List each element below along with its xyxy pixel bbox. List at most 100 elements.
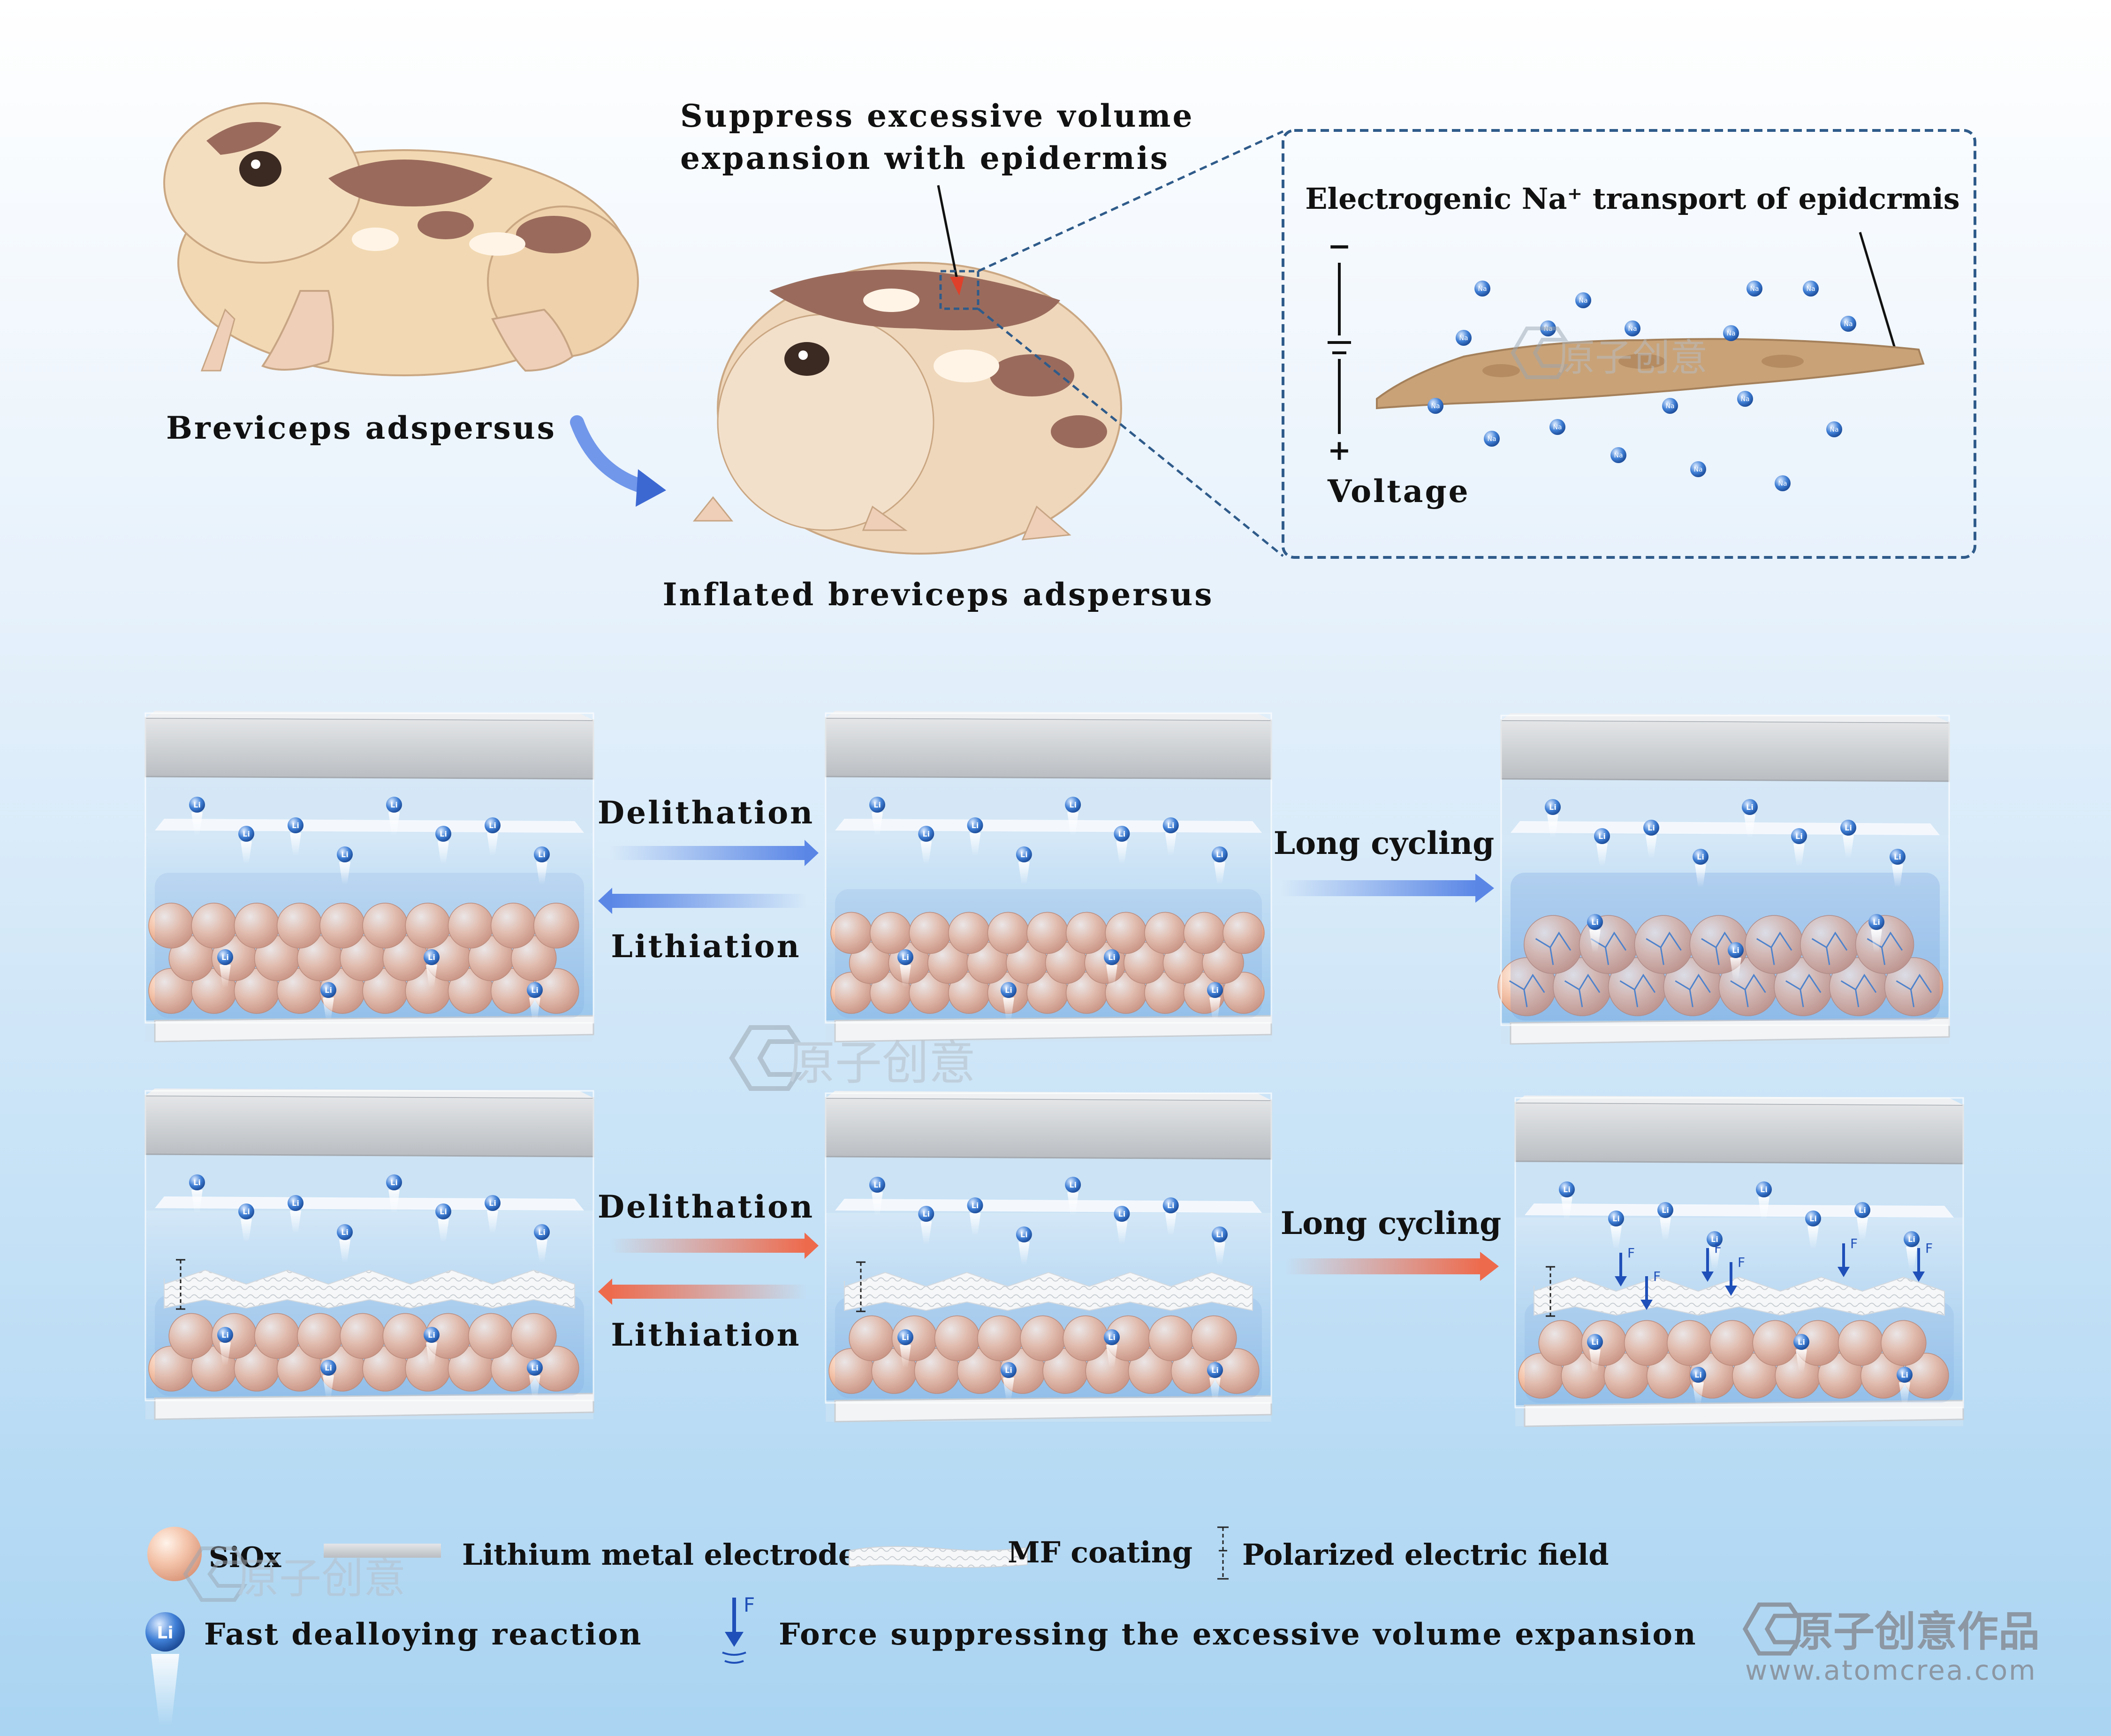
li-ion-icon: Li xyxy=(897,1329,913,1368)
watermark-center-text: 原子创意 xyxy=(788,1036,976,1090)
li-ion-label: Li xyxy=(1118,830,1126,838)
watermark-center: 原子创意 xyxy=(729,1025,976,1091)
separator-plane xyxy=(1525,1203,1954,1218)
frog-label: Breviceps adspersus xyxy=(166,410,556,446)
li-ion-label: Li xyxy=(873,800,881,809)
row1-long-cycling-arrow-shaft xyxy=(1281,880,1478,896)
li-ion-label: Li xyxy=(972,821,979,830)
crack-line xyxy=(1701,931,1737,965)
crack-line xyxy=(1896,974,1932,1007)
li-ion-icon: Li xyxy=(967,1197,983,1236)
li-ion-icon: Li xyxy=(869,797,885,835)
siox-sphere xyxy=(511,1313,557,1359)
li-ion-icon: Li xyxy=(1114,1206,1130,1244)
separator-plane xyxy=(155,1196,584,1211)
na-ion-icon: Na xyxy=(1747,281,1762,297)
crack-line xyxy=(1840,974,1877,1007)
li-ion-icon: Li xyxy=(1690,1367,1706,1405)
cell-outline xyxy=(1500,715,1950,1026)
zoom-line-bottom xyxy=(977,308,1284,557)
siox-sphere xyxy=(1191,1315,1237,1362)
li-ion-label: Li xyxy=(1211,1366,1219,1375)
force-arrow-icon: F xyxy=(1913,1241,1933,1282)
li-ion-label: Li xyxy=(341,1228,349,1237)
li-ion-label: Li xyxy=(1662,1206,1669,1215)
li-ion-label: Li xyxy=(341,850,349,859)
force-arrow-label: F xyxy=(1925,1241,1933,1256)
na-ion-icon: Na xyxy=(1840,316,1856,332)
na-ion-label: Na xyxy=(1487,435,1496,443)
force-arrow-icon: F xyxy=(1725,1255,1745,1296)
na-ion-icon: Na xyxy=(1549,419,1565,435)
li-ion-label: Li xyxy=(1598,832,1606,841)
li-ion-label: Li xyxy=(1118,1210,1126,1218)
li-ion-icon: Li xyxy=(485,1195,501,1233)
separator-plane xyxy=(1511,821,1940,835)
li-ion-icon: Li xyxy=(869,1177,885,1215)
li-ion-label: Li xyxy=(1873,918,1880,927)
na-ion-label: Na xyxy=(1806,285,1815,293)
zoom-source-box xyxy=(939,270,980,310)
siox-particles xyxy=(148,1313,579,1392)
li-ion-icon: Li xyxy=(1890,849,1906,887)
na-ion-icon: Na xyxy=(1610,447,1626,463)
li-ion-icon: Li xyxy=(527,982,543,1020)
na-ion-icon: Na xyxy=(1690,461,1706,477)
li-ion-icon: Li xyxy=(1868,914,1884,952)
siox-sphere xyxy=(1223,972,1265,1014)
sei-layer xyxy=(835,889,1262,1018)
na-ion-label: Na xyxy=(1740,396,1749,403)
na-ion-label: Na xyxy=(1726,330,1735,337)
siox-sphere xyxy=(1881,1320,1927,1366)
li-ion-label: Li xyxy=(1069,1180,1077,1189)
li-ion-label: Li xyxy=(972,1201,979,1210)
li-ion-icon: Li xyxy=(1608,1211,1624,1249)
legend-li-ion-icon xyxy=(145,1612,185,1652)
watermark-corner: 原子创意作品 www.atomcrea.com xyxy=(1742,1602,2040,1686)
li-ion-label: Li xyxy=(873,1180,881,1189)
siox-sphere xyxy=(1884,957,1944,1016)
lithium-metal-slab xyxy=(1514,1102,1964,1165)
row1-delithation-arrow-shaft xyxy=(610,846,807,860)
li-ion-icon: Li xyxy=(1104,949,1120,988)
row1-delithation-label: Delithation xyxy=(598,794,814,831)
na-ion-label: Na xyxy=(1553,424,1562,431)
li-ion-icon: Li xyxy=(386,797,402,835)
force-arrow-label: F xyxy=(1850,1236,1858,1251)
li-ion-icon: Li xyxy=(1016,1226,1032,1265)
li-ion-icon: Li xyxy=(1162,1197,1179,1236)
li-ion-icon: Li xyxy=(1001,1362,1017,1401)
suppress-label-line1: Suppress excessive volume xyxy=(680,98,1194,134)
siox-sphere xyxy=(1855,915,1914,974)
suppress-label-line2: expansion with epidermis xyxy=(680,140,1169,176)
watermark-corner-logo-icon xyxy=(1742,1602,1801,1656)
row1-lithiation-arrow-shaft xyxy=(610,894,807,908)
na-ion-label: Na xyxy=(1665,403,1674,410)
li-ion-label: Li xyxy=(1591,1338,1599,1347)
na-ion-label: Na xyxy=(1579,297,1587,305)
na-ion-icon: Na xyxy=(1826,421,1842,437)
crack-line xyxy=(1756,931,1792,965)
li-ion-icon: Li xyxy=(1693,849,1709,887)
siox-particles xyxy=(828,1315,1260,1394)
na-ion-label: Na xyxy=(1478,285,1487,293)
row2-delithation-arrow-shaft xyxy=(610,1239,807,1253)
separator-plane xyxy=(835,1199,1262,1213)
lithium-metal-slab xyxy=(825,717,1272,780)
li-ion-label: Li xyxy=(292,1199,299,1208)
li-ion-icon: Li xyxy=(435,826,451,864)
row1-arrows: Delithation Lithiation Long cycling xyxy=(598,794,1494,965)
li-ion-icon: Li xyxy=(1897,1367,1913,1405)
li-ion-label: Li xyxy=(428,1331,435,1340)
na-ion-icon: Na xyxy=(1775,475,1791,491)
force-arrow-icon: F xyxy=(1701,1241,1722,1282)
li-ion-label: Li xyxy=(1798,1338,1805,1347)
watermark-inset-logo-icon xyxy=(1511,327,1569,379)
li-ion-label: Li xyxy=(440,1207,447,1216)
li-ion-icon: Li xyxy=(238,826,254,864)
